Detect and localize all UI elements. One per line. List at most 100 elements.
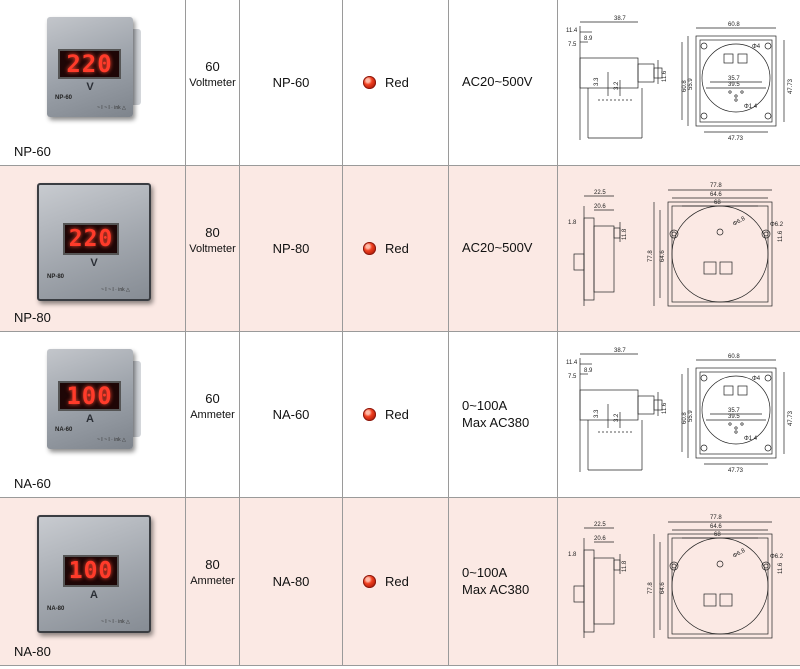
dimension-drawing-cell: 22.5 20.6 1.8 11.8 [558, 498, 800, 665]
red-led-dot-icon [363, 575, 376, 588]
unit-symbol: A [90, 589, 98, 601]
size-cell: 80 Ammeter [186, 498, 240, 665]
size-value: 60 [205, 391, 220, 406]
model-cell: NA-80 [240, 498, 343, 665]
size-value: 60 [205, 59, 220, 74]
dim-label: 35.7 [728, 76, 740, 82]
display-color: Red [385, 574, 409, 589]
dim-label: 64.6 [710, 524, 722, 530]
red-led-dot-icon [363, 408, 376, 421]
model-caption: NP-60 [14, 144, 51, 159]
dim-label: 11.8 [622, 228, 628, 240]
dim-label: 22.5 [594, 190, 606, 196]
dim-label: 1.8 [568, 220, 577, 226]
led-display: 100 [63, 555, 119, 587]
dim-label: 11.6 [662, 402, 668, 414]
brand-mark: ~ I ~ I · ink △ [101, 619, 130, 625]
brand-mark: ~ I ~ I · ink △ [97, 437, 126, 443]
led-display: 100 [58, 381, 121, 411]
display-color: Red [385, 407, 409, 422]
meter-illustration: 100 A NA-60 ~ I ~ I · ink △ [47, 349, 141, 449]
meter-kind: Voltmeter [189, 76, 236, 89]
model-name: NP-60 [272, 75, 310, 90]
dim-label: 7.5 [568, 42, 577, 48]
product-photo-cell: 220 V NP-60 ~ I ~ I · ink △ NP-60 [0, 0, 186, 165]
model-caption: NA-80 [14, 644, 51, 659]
dim-label: 64.6 [660, 582, 666, 594]
dim-label: 20.6 [594, 536, 606, 542]
dim-label: 60.8 [682, 412, 688, 424]
dim-label: 60.8 [682, 80, 688, 92]
side-view [579, 21, 663, 140]
dim-label: 3.2 [614, 81, 620, 90]
led-display: 220 [58, 49, 121, 79]
dim-label: 38.7 [614, 16, 626, 22]
dimension-drawing-cell: 22.5 20.6 1.8 11.8 [558, 166, 800, 331]
color-cell: Red [343, 498, 449, 665]
dim-label: Φ1.4 [744, 436, 758, 442]
dim-label: 39.5 [728, 82, 740, 88]
panel-model-label: NP-80 [47, 274, 65, 280]
dim-label: 11.6 [778, 562, 784, 574]
table-row: 100 A NA-60 ~ I ~ I · ink △ NA-60 60 Amm… [0, 332, 800, 498]
dim-label: 35.7 [728, 408, 740, 414]
product-photo-cell: 220 V NP-80 ~ I ~ I · ink △ NP-80 [0, 166, 186, 331]
panel-model-label: NA-80 [47, 606, 65, 612]
panel-model-label: NA-60 [55, 427, 73, 433]
dim-label: 47.73 [728, 468, 744, 474]
dimension-drawing-cell: 38.7 11.4 8.9 7.5 3.3 3.2 11.6 [558, 0, 800, 165]
dim-label: 68 [714, 200, 721, 206]
dim-label: 47.73 [788, 410, 794, 426]
dim-label: 77.8 [648, 582, 654, 594]
meter-kind: Voltmeter [189, 242, 236, 255]
dim-label: 11.8 [622, 560, 628, 572]
dim-label: 47.73 [788, 78, 794, 94]
dim-label: 11.6 [662, 70, 668, 82]
dim-label: 3.3 [594, 77, 600, 86]
range-cell: AC20~500V [449, 0, 558, 165]
size-value: 80 [205, 225, 220, 240]
meter-kind: Ammeter [190, 574, 235, 587]
dim-label: 64.6 [660, 250, 666, 262]
brand-mark: ~ I ~ I · ink △ [97, 105, 126, 111]
dim-label: 7.5 [568, 374, 577, 380]
dim-label: Φ1.4 [744, 104, 758, 110]
dim-label: 8.9 [584, 368, 593, 374]
meter-illustration: 220 V NP-80 ~ I ~ I · ink △ [37, 183, 151, 301]
model-cell: NP-80 [240, 166, 343, 331]
dim-label: 20.6 [594, 204, 606, 210]
panel-model-label: NP-60 [55, 95, 73, 101]
dimension-drawing-cell: 38.7 11.4 8.9 7.5 3.3 3.2 11.6 [558, 332, 800, 497]
red-led-dot-icon [363, 76, 376, 89]
dim-label: Φ6.8 [732, 548, 747, 560]
size-cell: 80 Voltmeter [186, 166, 240, 331]
dim-label: 64.6 [710, 192, 722, 198]
display-color: Red [385, 241, 409, 256]
dimension-drawing-60: 38.7 11.4 8.9 7.5 3.3 3.2 11.6 [566, 16, 794, 142]
dim-label: 60.8 [728, 354, 740, 360]
dim-label: 77.8 [710, 515, 722, 521]
dimension-drawing-80: 22.5 20.6 1.8 11.8 [568, 515, 784, 639]
display-color: Red [385, 75, 409, 90]
dim-label: Φ6.2 [770, 222, 784, 228]
table-row: 220 V NP-80 ~ I ~ I · ink △ NP-80 80 Vol… [0, 166, 800, 332]
measuring-range: 0~100A [462, 397, 508, 413]
model-cell: NP-60 [240, 0, 343, 165]
side-view [573, 527, 621, 638]
color-cell: Red [343, 332, 449, 497]
product-photo-cell: 100 A NA-60 ~ I ~ I · ink △ NA-60 [0, 332, 186, 497]
max-voltage: Max AC380 [462, 414, 530, 430]
front-view [653, 189, 773, 307]
table-row: 220 V NP-60 ~ I ~ I · ink △ NP-60 60 Vol… [0, 0, 800, 166]
range-cell: AC20~500V [449, 166, 558, 331]
meter-kind: Ammeter [190, 408, 235, 421]
size-cell: 60 Ammeter [186, 332, 240, 497]
dim-label: 77.8 [710, 183, 722, 189]
color-cell: Red [343, 166, 449, 331]
dim-label: 55.9 [688, 410, 694, 422]
dim-label: 11.4 [566, 28, 578, 34]
dim-label: 3.3 [594, 409, 600, 418]
meter-illustration: 100 A NA-80 ~ I ~ I · ink △ [37, 515, 151, 633]
dim-label: Φ6.2 [770, 554, 784, 560]
dim-label: 8.9 [584, 36, 593, 42]
